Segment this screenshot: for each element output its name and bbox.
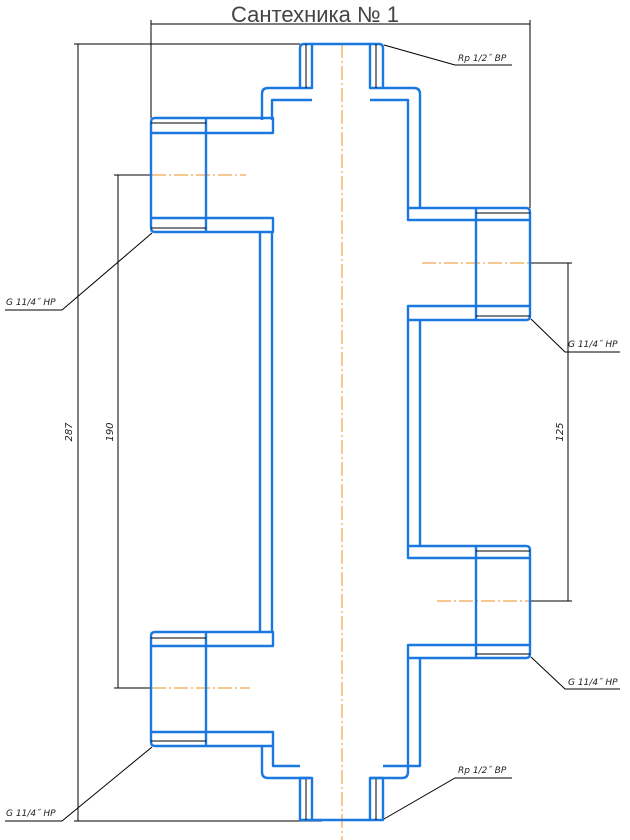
drawing-title: Сантехника № 1 [231, 2, 399, 27]
center-lines [152, 44, 530, 840]
callout-left-upper: G 11/4˝ НР [6, 297, 56, 308]
callout-right-upper: G 11/4˝ НР [568, 339, 618, 350]
manifold-body [149, 42, 532, 822]
leader-lines [5, 44, 620, 822]
dim-left-spacing: 190 [105, 422, 116, 441]
dimension-lines [74, 20, 572, 822]
callout-top-port: Rp 1/2˝ ВР [458, 53, 507, 64]
callout-right-lower: G 11/4˝ НР [568, 677, 618, 688]
callout-bottom-port: Rp 1/2˝ ВР [458, 765, 507, 776]
dim-overall-height: 287 [64, 422, 75, 442]
dim-right-spacing: 125 [555, 422, 566, 441]
callout-left-lower: G 11/4˝ НР [6, 808, 56, 819]
